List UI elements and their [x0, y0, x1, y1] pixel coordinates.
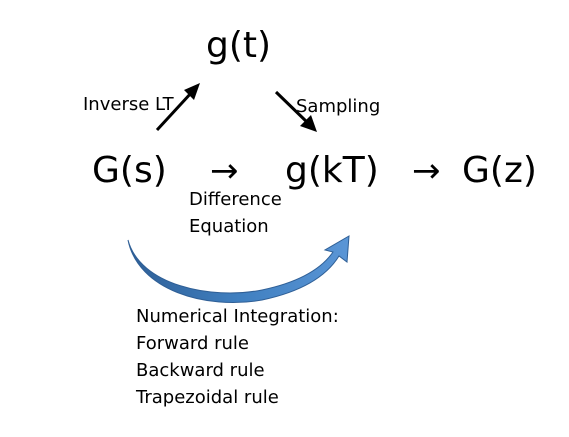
node-g-of-kT: g(kT): [285, 150, 379, 191]
arrow-s-to-kT: →: [210, 151, 239, 191]
sampling-arrow: [274, 90, 317, 132]
label-inverse-lt: Inverse LT: [83, 94, 174, 115]
arrow-kT-to-z: →: [412, 151, 441, 191]
label-equation: Equation: [189, 216, 269, 237]
rule-forward: Forward rule: [136, 333, 249, 354]
curved-arrow: [127, 235, 350, 303]
label-sampling: Sampling: [296, 96, 381, 117]
inverse-lt-arrow: [155, 83, 200, 132]
node-G-of-s: G(s): [92, 150, 167, 191]
node-g-of-t: g(t): [206, 25, 272, 66]
node-G-of-z: G(z): [462, 150, 537, 191]
rule-trapezoidal: Trapezoidal rule: [136, 387, 279, 408]
rule-backward: Backward rule: [136, 360, 265, 381]
numerical-integration-title: Numerical Integration:: [136, 306, 339, 327]
label-difference: Difference: [189, 189, 282, 210]
